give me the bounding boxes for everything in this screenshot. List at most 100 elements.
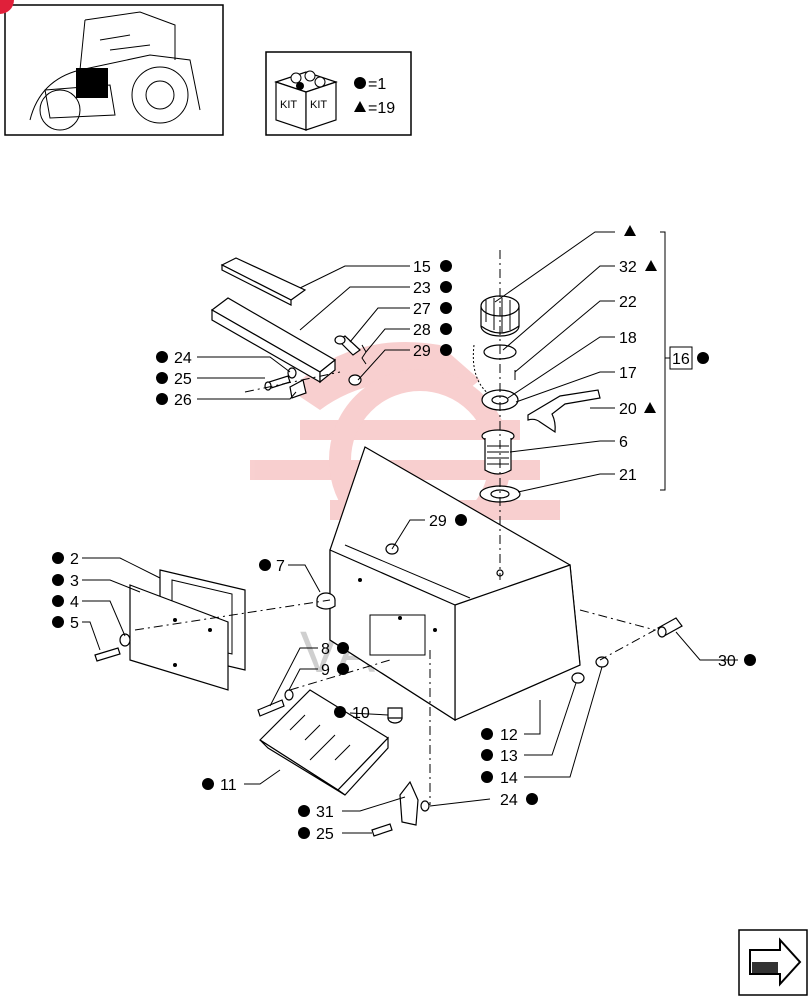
callout-20-triangle-icon	[644, 402, 656, 413]
kit-label-left: KIT	[280, 99, 297, 111]
callout-31: 31	[316, 804, 334, 821]
callout-30: 30	[718, 653, 736, 670]
triangle-marker-icon	[354, 101, 366, 112]
part-25-screw-bottom	[371, 823, 393, 837]
callout-32-triangle-icon	[645, 260, 657, 271]
part-9-washer	[284, 689, 294, 701]
part-30-fitting	[657, 617, 683, 638]
centerline-30	[579, 609, 657, 661]
callout-12: 12	[500, 727, 518, 744]
part-chain	[472, 344, 491, 396]
part-27-bolt	[334, 335, 361, 356]
callout-3: 3	[70, 573, 79, 590]
callout-25-dot-icon	[156, 372, 168, 384]
callout-5-dot-icon	[52, 616, 64, 628]
kit-box-icon	[274, 70, 338, 131]
callout-14: 14	[500, 770, 518, 787]
callout-22: 22	[619, 294, 637, 311]
callout-6: 6	[619, 434, 628, 451]
callout-24-top: 24	[174, 350, 192, 367]
part-8-screw	[257, 699, 285, 717]
callout-26-dot-icon	[156, 393, 168, 405]
part-4-washer	[119, 633, 131, 647]
callout-26: 26	[174, 392, 192, 409]
qty-triangle: =19	[368, 100, 395, 117]
callout-2-dot-icon	[52, 552, 64, 564]
callout-7-dot-icon	[259, 559, 271, 571]
dot-marker-icon	[354, 77, 366, 89]
part-23-bracket	[210, 297, 337, 384]
callout-16-dot-icon	[697, 352, 709, 364]
callout-16-box	[669, 346, 693, 370]
callout-8-dot-icon	[337, 642, 349, 654]
callout-24-dot-icon	[156, 351, 168, 363]
part-31-bracket	[399, 780, 419, 826]
part-3-plate	[129, 584, 229, 691]
leader-lines	[82, 231, 738, 834]
callout-12-dot-icon	[481, 728, 493, 740]
callout-14-dot-icon	[481, 771, 493, 783]
callout-13-dot-icon	[481, 749, 493, 761]
next-page-button[interactable]	[738, 929, 808, 996]
part-5-screw	[94, 647, 121, 662]
callout-17: 17	[619, 365, 637, 382]
part-12-fuel-tank	[329, 446, 581, 722]
callout-10-dot-icon	[334, 706, 346, 718]
qty-dot: =1	[368, 76, 386, 93]
callout-21: 21	[619, 467, 637, 484]
callout-3-dot-icon	[52, 574, 64, 586]
callout-25-bottom: 25	[316, 826, 334, 843]
callout-20: 20	[619, 401, 637, 418]
callout-4-dot-icon	[52, 595, 64, 607]
part-13-bolt	[571, 672, 585, 684]
callout-10: 10	[352, 705, 370, 722]
callout-18: 18	[619, 330, 637, 347]
fuel-tank-highlight-icon	[76, 68, 108, 98]
callout-9: 9	[321, 662, 330, 679]
callout-5: 5	[70, 615, 79, 632]
callout-triangle-icon	[624, 225, 636, 236]
callout-24-bottom: 24	[500, 792, 518, 809]
callout-2: 2	[70, 551, 79, 568]
part-20-wrench	[527, 389, 601, 434]
callout-29-dot-icon	[440, 344, 452, 356]
callout-24-bottom-dot-icon	[526, 793, 538, 805]
part-28-pin	[361, 344, 367, 365]
part-10-plug	[387, 707, 403, 724]
centerline-bracket	[244, 371, 341, 393]
tractor-thumbnail[interactable]	[0, 0, 224, 136]
part-7-cap	[316, 592, 336, 610]
callout-16: 16	[672, 351, 690, 368]
part-26-clip	[289, 379, 307, 399]
part-29-nut-top	[348, 374, 362, 386]
callout-15: 15	[413, 259, 431, 276]
callout-32: 32	[619, 259, 637, 276]
callout-25-top: 25	[174, 371, 192, 388]
callout-29-tank-dot-icon	[455, 514, 467, 526]
callout-27: 27	[413, 301, 431, 318]
part-6-strainer	[481, 429, 515, 475]
callout-13: 13	[500, 748, 518, 765]
callout-8: 8	[321, 641, 330, 658]
part-15-pad	[220, 257, 307, 306]
callout-25-bottom-dot-icon	[298, 827, 310, 839]
callout-31-dot-icon	[298, 805, 310, 817]
callout-15-dot-icon	[440, 260, 452, 272]
centerline-step	[289, 659, 391, 691]
callout-23: 23	[413, 280, 431, 297]
callout-29-top: 29	[413, 343, 431, 360]
callout-11-dot-icon	[202, 778, 214, 790]
callout-30-dot-icon	[744, 654, 756, 666]
callout-28: 28	[413, 322, 431, 339]
callout-23-dot-icon	[440, 281, 452, 293]
centerline-plates	[134, 599, 331, 631]
callout-27-dot-icon	[440, 302, 452, 314]
part-24-washer-bottom	[420, 800, 430, 812]
callout-29-tank: 29	[429, 513, 447, 530]
callout-4: 4	[70, 594, 79, 611]
callout-28-dot-icon	[440, 323, 452, 335]
part-11-step	[259, 689, 389, 796]
callout-11: 11	[220, 777, 237, 794]
kit-label-right: KIT	[310, 99, 327, 111]
